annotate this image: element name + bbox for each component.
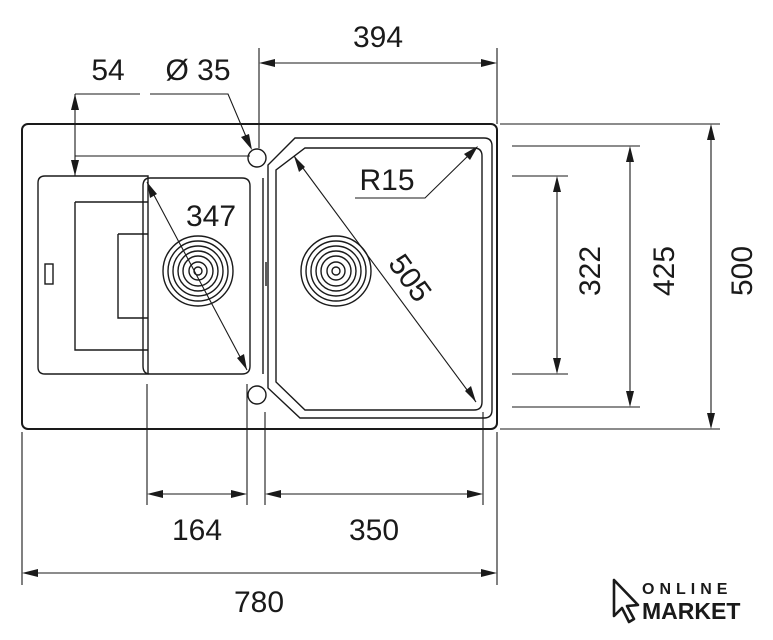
dim-label-322: 322 <box>574 246 607 296</box>
dim-label-394: 394 <box>353 21 403 54</box>
large-bowl-drain <box>300 235 372 307</box>
arrow-350-left <box>265 490 281 498</box>
arrow-347-top <box>147 182 157 198</box>
dim-label-505: 505 <box>382 248 438 308</box>
large-bowl-outer <box>267 137 493 419</box>
arrow-505-bottom <box>465 386 476 402</box>
dim-line-347 <box>146 181 248 371</box>
dim-label-425: 425 <box>648 246 681 296</box>
arrow-322-bottom <box>553 358 561 374</box>
arrow-500-bottom <box>707 413 715 429</box>
dim-label-780: 780 <box>234 586 284 619</box>
arrow-54-top <box>71 94 79 110</box>
dim-label-diameter: Ø 35 <box>165 54 230 87</box>
tap-hole-bottom <box>247 385 267 405</box>
overflow-slot <box>44 263 54 285</box>
arrow-322-top <box>553 176 561 192</box>
arrow-164-left <box>147 490 163 498</box>
arrow-347-bottom <box>237 354 247 370</box>
dim-label-350: 350 <box>349 514 399 547</box>
dim-label-500: 500 <box>726 246 759 296</box>
tap-hole-top <box>247 148 267 168</box>
arrow-54-bottom <box>71 160 79 176</box>
dim-label-347: 347 <box>186 200 236 233</box>
arrow-780-left <box>22 569 38 577</box>
arrow-r15 <box>464 146 478 160</box>
arrow-164-right <box>231 490 247 498</box>
arrow-780-right <box>481 569 497 577</box>
dim-line-505 <box>293 155 477 403</box>
arrow-505-top <box>294 156 305 172</box>
arrow-394-right <box>481 59 497 67</box>
arrow-425-top <box>626 146 634 162</box>
leader-diameter <box>150 93 251 147</box>
dim-label-164: 164 <box>172 514 222 547</box>
dim-label-54: 54 <box>91 54 124 87</box>
arrow-500-top <box>707 124 715 140</box>
cursor-icon <box>612 578 640 624</box>
small-bowl <box>142 177 251 375</box>
arrow-425-bottom <box>626 391 634 407</box>
small-bowl-drain <box>162 235 234 307</box>
arrow-diameter <box>241 134 252 150</box>
brand-line1: ONLINE <box>642 581 732 598</box>
large-bowl-inner <box>275 147 483 411</box>
arrow-350-right <box>467 490 483 498</box>
drainboard-recess <box>37 175 149 375</box>
arrow-394-left <box>259 59 275 67</box>
drainboard-step <box>74 201 148 351</box>
online-market-logo: ONLINE MARKET <box>612 578 740 624</box>
brand-line2: MARKET <box>642 598 740 624</box>
dim-label-r15: R15 <box>359 164 414 197</box>
leader-r15 <box>355 149 475 199</box>
